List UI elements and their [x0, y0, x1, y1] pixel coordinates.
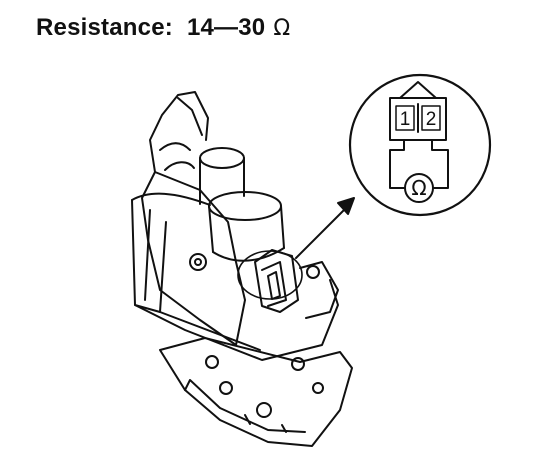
resistance-label: Resistance: — [36, 14, 173, 41]
meter-lead-1 — [389, 139, 405, 189]
pin-2-label: 2 — [426, 109, 437, 130]
resistance-spec: Resistance: 14—30 Ω — [36, 14, 290, 42]
front-bracket — [141, 91, 246, 346]
ohmmeter-icon — [404, 173, 434, 203]
detail-inset — [348, 73, 492, 217]
lower-bracket — [159, 337, 353, 447]
valve-connector — [254, 249, 339, 319]
leader-arrow — [295, 197, 355, 259]
connector-callout-ring — [237, 250, 303, 300]
meter-lead-2 — [431, 139, 449, 189]
pin-1-label: 1 — [400, 109, 411, 130]
resistance-unit: Ω — [273, 16, 291, 41]
resistance-value: 14—30 — [186, 14, 266, 41]
solenoid-coil — [199, 147, 285, 262]
ohm-symbol: Ω — [411, 176, 426, 200]
connector-housing — [389, 97, 447, 141]
